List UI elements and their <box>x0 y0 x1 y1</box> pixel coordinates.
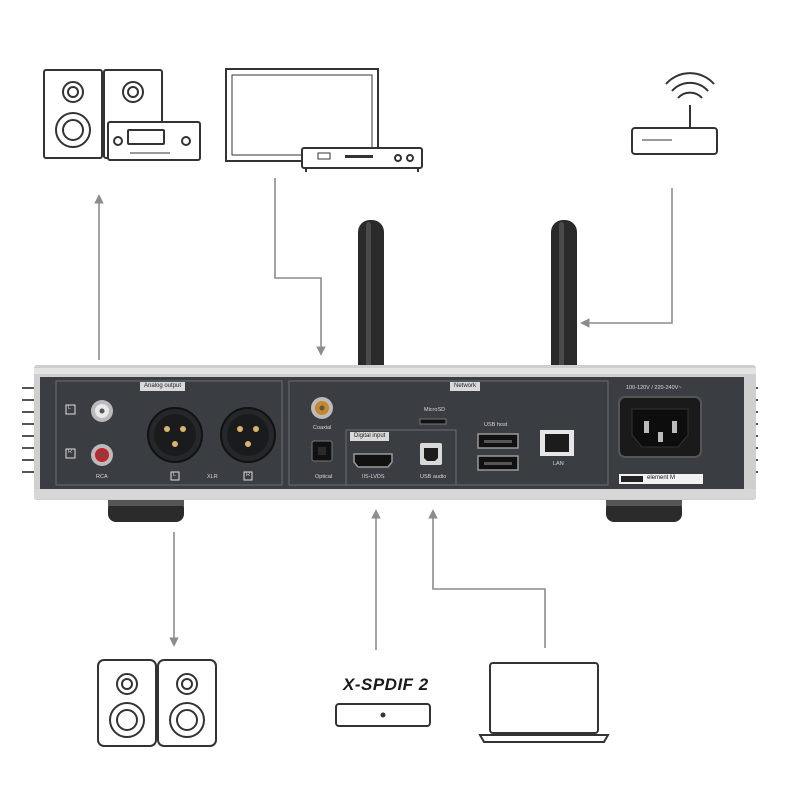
laptop-icon <box>480 663 608 742</box>
network-tag: Network <box>450 382 480 391</box>
lan-in-arrow <box>582 188 672 323</box>
model-badge: element M <box>644 474 678 482</box>
digital-input-tag: Digital input <box>350 432 389 441</box>
channel-right-label: R <box>68 450 72 456</box>
usb-host-label: USB host <box>484 423 507 429</box>
router-icon <box>632 73 717 154</box>
xspdif-device-icon <box>336 704 430 726</box>
usb-in-arrow <box>433 511 545 648</box>
analog-output-tag: Analog output <box>140 382 185 391</box>
xlr-label: XLR <box>207 475 218 481</box>
coaxial-in-arrow <box>275 178 321 354</box>
optical-label: Optical <box>315 475 332 481</box>
microsd-label: MicroSD <box>424 408 445 414</box>
tv-player-icon <box>226 69 422 172</box>
chassis-feet <box>108 500 682 522</box>
usb-audio-label: USB audio <box>420 475 446 481</box>
coaxial-label: Coaxial <box>313 426 331 432</box>
iis-label: IIS-LVDS <box>362 475 385 481</box>
lan-label: LAN <box>553 462 564 468</box>
speakers-amplifier-icon <box>44 70 200 160</box>
xlr-left-label: L <box>173 473 176 479</box>
xlr-right-label: R <box>246 473 250 479</box>
power-rating-label: 100-120V / 220-240V~ <box>626 386 682 392</box>
rca-label: RCA <box>96 475 108 481</box>
xspdif-brand-label: X-SPDIF 2 <box>343 675 429 695</box>
bookshelf-speakers-icon <box>98 660 216 746</box>
channel-left-label: L <box>68 406 71 412</box>
